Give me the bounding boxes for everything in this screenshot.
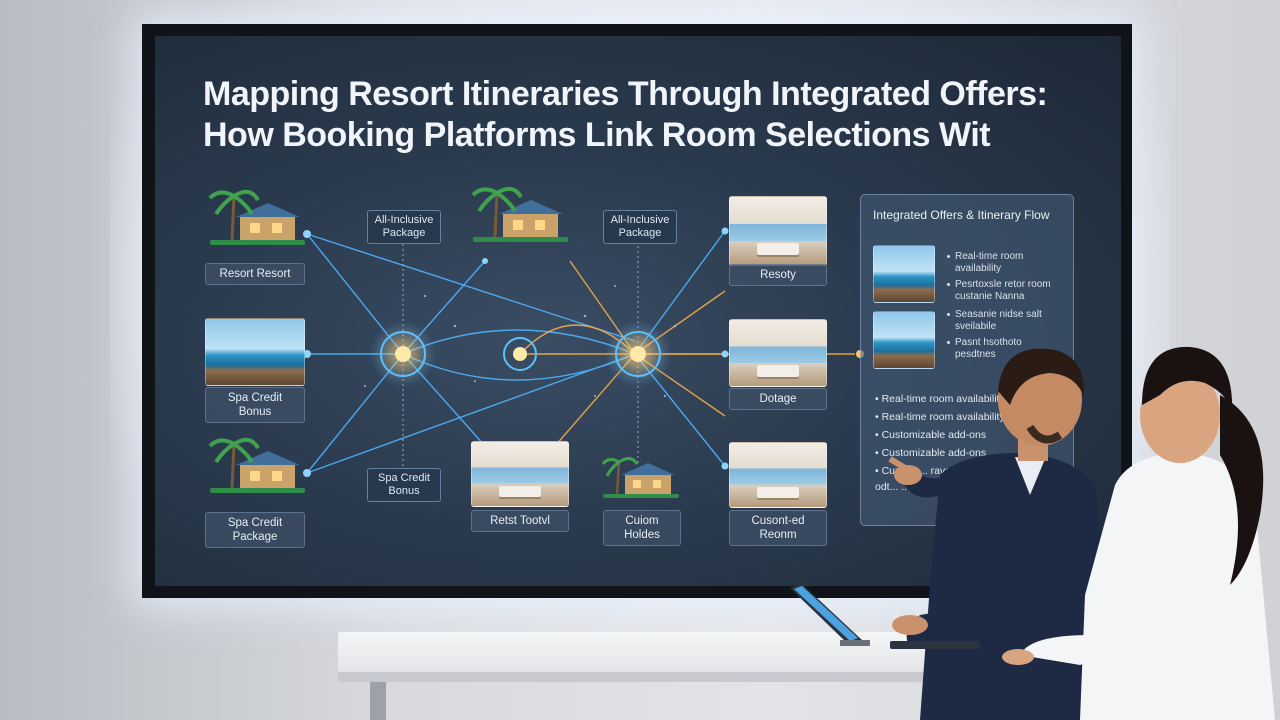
resort-icon-bottom-left [208, 437, 305, 493]
resoty-label: Resoty [729, 264, 827, 286]
tag-line: Package [618, 227, 662, 239]
resort-icon-top-center [471, 186, 568, 242]
tag-line: All-Inclusive [610, 214, 670, 226]
tag-line: Bonus [388, 485, 420, 497]
custom-room-label: Cusont-ed Reonm [729, 510, 827, 546]
spa-credit-bonus-label: Spa Credit Bonus [205, 387, 305, 423]
slide-title: Mapping Resort Itineraries Through Integ… [203, 74, 1083, 156]
retreat-room-thumbnail [471, 441, 569, 507]
hub-nodes [369, 320, 672, 388]
resort-label: Resort Resort [205, 263, 305, 285]
all-inclusive-tag-1: All-Inclusive Package [367, 210, 441, 244]
all-inclusive-tag-2: All-Inclusive Package [603, 210, 677, 244]
custom-room-thumbnail [729, 442, 827, 508]
tag-line: All-Inclusive [374, 214, 434, 226]
panel-list-line: • Customizable add-ons [875, 429, 987, 441]
spa-credit-bonus-tag: Spa Credit Bonus [367, 468, 441, 502]
dotage-label: Dotage [729, 388, 827, 410]
resort-icon-bottom-center [601, 457, 679, 498]
tag-line: Package [382, 227, 426, 239]
panel-list-line: • Real-time room availability sync [875, 393, 1030, 405]
presenters [888, 346, 1275, 720]
slide-title-line-1: Mapping Resort Itineraries Through Integ… [203, 75, 1048, 113]
panel-list-line: • Real-time room availability sync [875, 411, 1030, 423]
retreat-label: Retst Tootvl [471, 510, 569, 532]
custom-holdes-label: Cuiom Holdes [603, 510, 681, 546]
tag-line: Spa Credit [378, 472, 430, 484]
tablet-on-stand [790, 584, 870, 646]
spa-credit-package-label: Spa Credit Package [205, 512, 305, 548]
panel-list-line: • Customizable add-ons [875, 447, 987, 459]
slide-title-line-2: How Booking Platforms Link Room Selectio… [203, 116, 991, 154]
beach-thumbnail [205, 318, 305, 386]
table-edge [338, 672, 1130, 682]
suite-room-thumbnail [729, 196, 827, 266]
connection-network [208, 186, 864, 498]
cottage-room-thumbnail [729, 319, 827, 387]
panel-beach-thumbnail [873, 311, 935, 369]
panel-title: Integrated Offers & Itinerary Flow [873, 208, 1050, 222]
resort-icon-top-left [208, 189, 305, 245]
table-leg [370, 682, 386, 720]
panel-sea-thumbnail [873, 245, 935, 303]
